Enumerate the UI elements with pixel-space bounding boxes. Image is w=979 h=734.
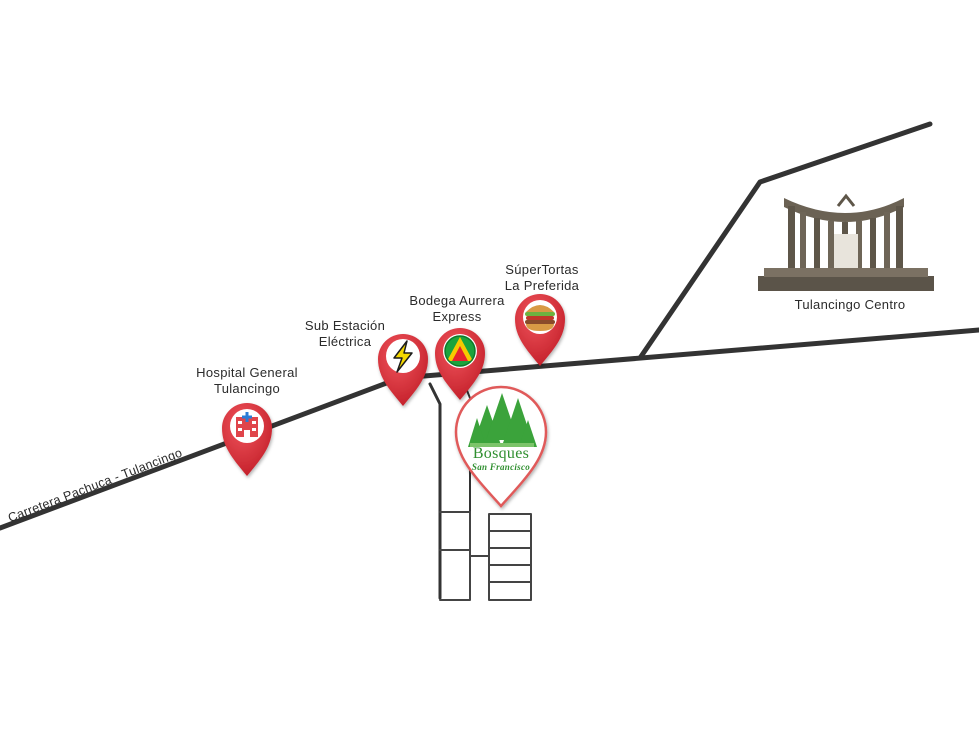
supertortas-label: SúperTortas La Preferida [487, 262, 597, 294]
development-logo-line1: Bosques [472, 445, 530, 462]
lot-blocks [439, 511, 532, 601]
road-to-centro [637, 121, 933, 361]
bodega-aurrera-label-line1: Bodega Aurrera [409, 293, 505, 308]
substation-label: Sub Estación Eléctrica [290, 318, 400, 350]
hospital-icon [236, 412, 258, 437]
development-marker[interactable] [454, 385, 548, 508]
bodega-aurrera-marker[interactable] [435, 328, 485, 400]
bodega-aurrera-label: Bodega Aurrera Express [397, 293, 517, 325]
sandwich-icon [525, 305, 555, 331]
pine-trees-icon [468, 393, 537, 447]
hospital-label-line2: Tulancingo [213, 381, 281, 396]
roads [0, 121, 979, 601]
monument-icon [758, 193, 934, 291]
hospital-label: Hospital General Tulancingo [182, 365, 312, 397]
supertortas-label-line1: SúperTortas [505, 262, 579, 277]
bodega-aurrera-logo-icon [444, 335, 476, 367]
substation-marker[interactable] [378, 333, 429, 406]
tulancingo-centro-label: Tulancingo Centro [794, 297, 906, 312]
bodega-aurrera-label-line2: Express [432, 309, 482, 324]
lightning-icon [393, 340, 413, 373]
substation-label-line1: Sub Estación [304, 318, 386, 333]
development-logo-line2: San Francisco [471, 462, 531, 472]
hospital-label-line1: Hospital General [196, 365, 298, 380]
access-road-outer [428, 382, 442, 600]
supertortas-marker[interactable] [515, 294, 565, 366]
substation-label-line2: Eléctrica [318, 334, 372, 349]
supertortas-label-line2: La Preferida [504, 278, 580, 293]
hospital-marker[interactable] [222, 403, 272, 476]
